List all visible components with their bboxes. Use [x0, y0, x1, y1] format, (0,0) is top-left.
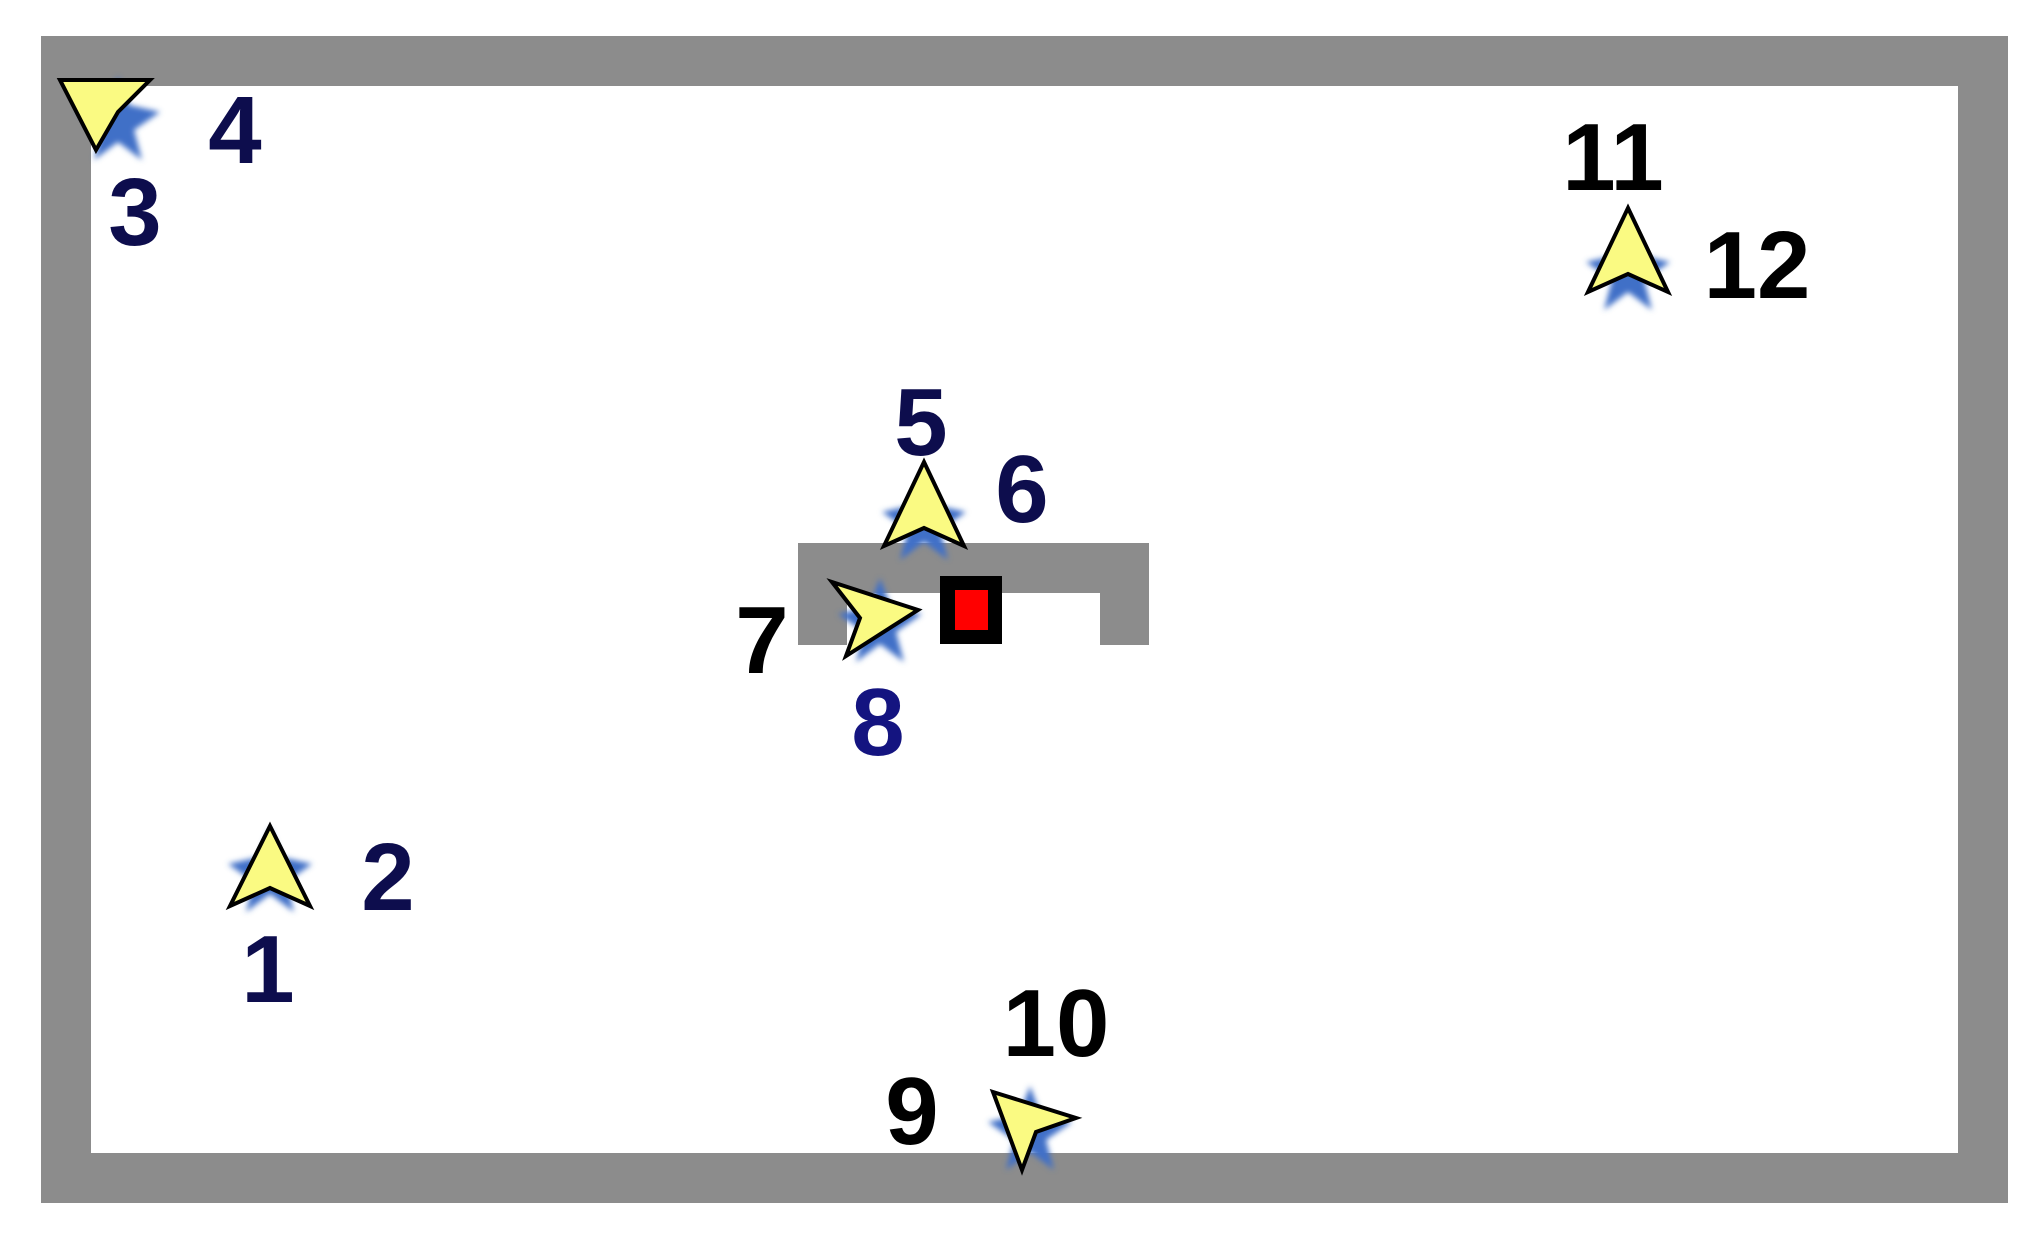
label-2: 2 — [361, 824, 414, 931]
label-11: 11 — [1562, 104, 1663, 211]
yellow-arrowhead-icon — [225, 821, 315, 911]
label-3: 3 — [108, 159, 161, 266]
label-7: 7 — [735, 587, 788, 694]
marker-group-11-12 — [1583, 203, 1673, 310]
label-5: 5 — [894, 369, 947, 476]
marker-group-5-6 — [879, 457, 969, 560]
yellow-arrowhead-icon — [1583, 203, 1673, 297]
label-6: 6 — [995, 436, 1048, 543]
marker-group-9-10 — [988, 1086, 1083, 1176]
inner-obstacle — [798, 543, 1149, 645]
label-10: 10 — [1003, 970, 1110, 1077]
marker-group-3-4 — [56, 76, 160, 160]
blue-star-icon — [76, 76, 160, 160]
yellow-arrowhead-icon — [879, 457, 969, 551]
label-1: 1 — [241, 916, 294, 1023]
marker-group-7-8 — [826, 578, 923, 662]
label-4: 4 — [208, 77, 261, 184]
red-square-target-icon — [940, 576, 1002, 644]
label-9: 9 — [885, 1058, 938, 1165]
label-12: 12 — [1704, 212, 1811, 319]
yellow-arrowhead-icon — [56, 78, 155, 155]
yellow-arrowhead-icon — [826, 578, 923, 661]
label-8: 8 — [851, 669, 904, 776]
marker-group-1-2 — [225, 821, 315, 912]
yellow-arrowhead-icon — [989, 1088, 1083, 1176]
